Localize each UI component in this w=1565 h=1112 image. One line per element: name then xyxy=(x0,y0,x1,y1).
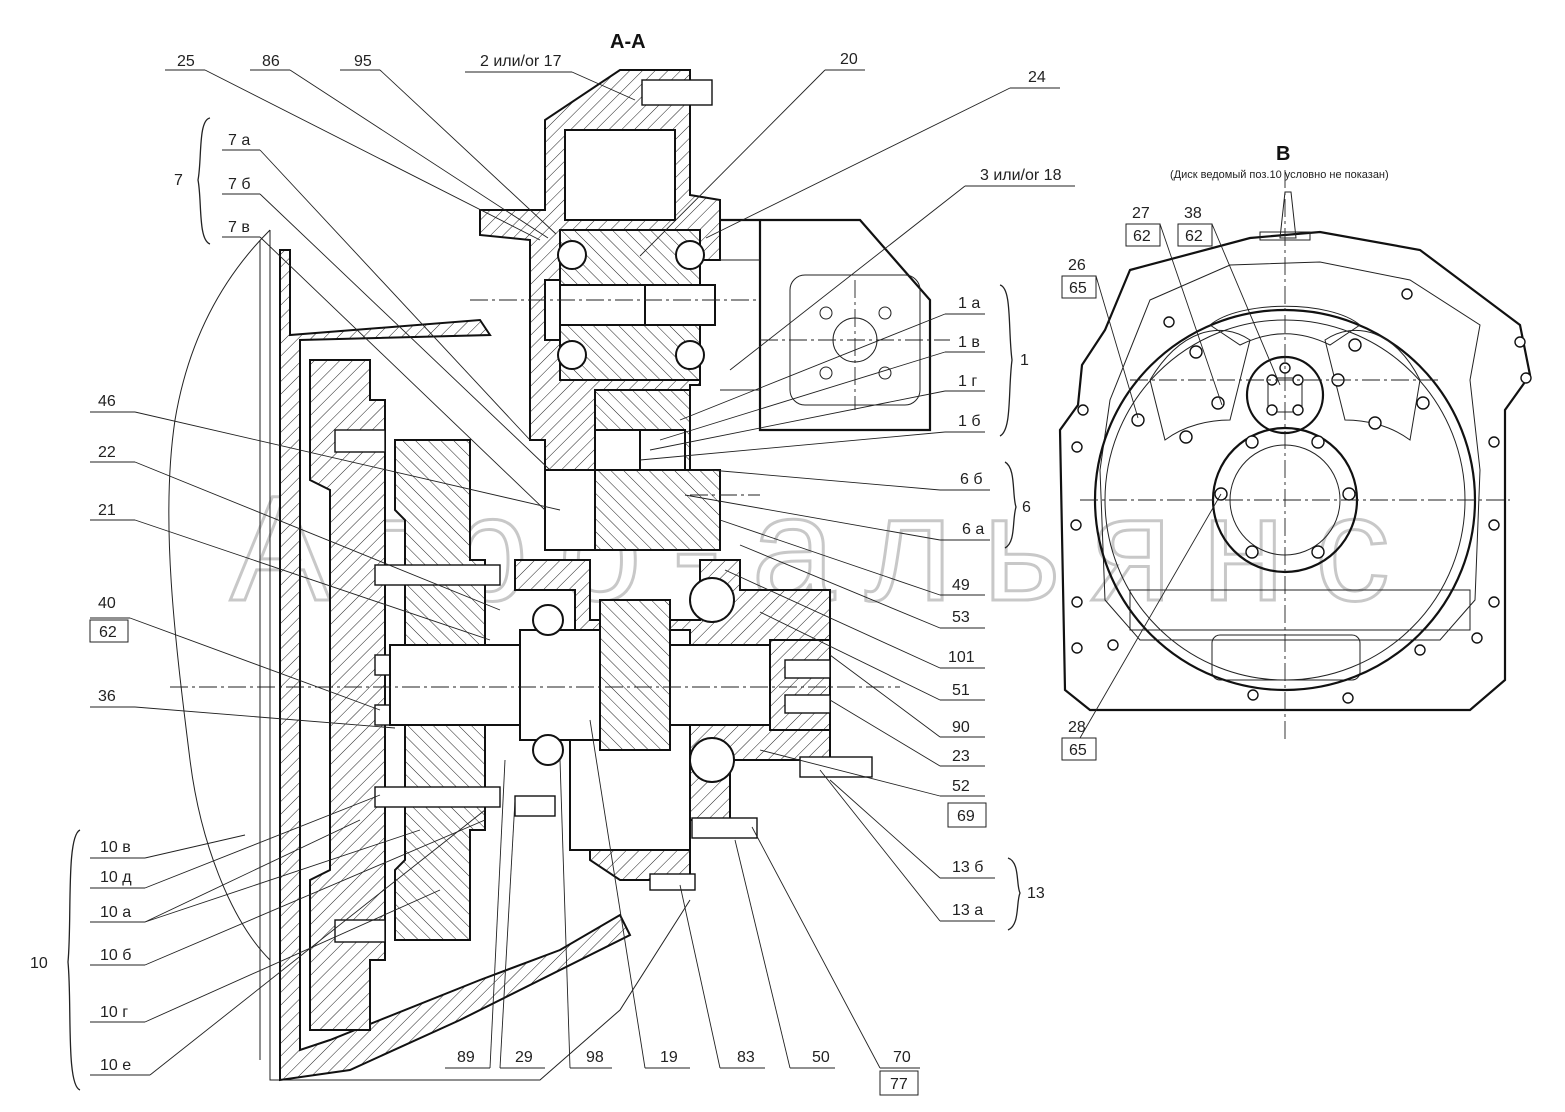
group-1-callouts: 1 а 1 в 1 г 1 б 1 xyxy=(639,284,1029,461)
label-10b: 10 б xyxy=(100,947,131,964)
label-95: 95 xyxy=(354,53,372,70)
label-23: 23 xyxy=(952,748,970,765)
label-7v: 7 в xyxy=(228,219,250,236)
label-83: 83 xyxy=(737,1049,755,1066)
group-6-callouts: 6 б 6 а 6 xyxy=(684,461,1031,549)
label-3-or-18: 3 или/or 18 xyxy=(980,167,1062,184)
label-10: 10 xyxy=(30,955,48,972)
label-46: 46 xyxy=(98,393,116,410)
label-53: 53 xyxy=(952,609,970,626)
label-13b: 13 б xyxy=(952,859,983,876)
label-38: 38 xyxy=(1184,205,1202,222)
label-26: 26 xyxy=(1068,257,1086,274)
label-10g: 10 г xyxy=(100,1004,128,1021)
label-90: 90 xyxy=(952,719,970,736)
label-1v: 1 в xyxy=(958,334,980,351)
label-21: 21 xyxy=(98,502,116,519)
label-27-62: 62 xyxy=(1133,228,1151,245)
group-10-callouts: 10 10 в 10 д 10 а 10 б 10 г 10 е xyxy=(30,794,486,1091)
section-aa-title: A-A xyxy=(610,31,646,53)
label-29: 29 xyxy=(515,1049,533,1066)
label-10v: 10 в xyxy=(100,839,131,856)
label-10e: 10 е xyxy=(100,1057,131,1074)
label-6: 6 xyxy=(1022,499,1031,516)
label-40: 40 xyxy=(98,595,116,612)
top-callouts: 25 86 95 2 или/or 17 20 24 3 или/or 18 xyxy=(165,51,1075,371)
label-38-62: 62 xyxy=(1185,228,1203,245)
label-7: 7 xyxy=(174,172,183,189)
label-1b: 1 б xyxy=(958,413,981,430)
label-98: 98 xyxy=(586,1049,604,1066)
view-b-callouts: 27 62 38 62 26 65 28 65 xyxy=(1061,205,1281,761)
label-50: 50 xyxy=(812,1049,830,1066)
label-1a: 1 а xyxy=(958,295,980,312)
label-13: 13 xyxy=(1027,885,1045,902)
label-1: 1 xyxy=(1020,352,1029,369)
label-22: 22 xyxy=(98,444,116,461)
label-25: 25 xyxy=(177,53,195,70)
label-10d: 10 д xyxy=(100,869,132,886)
label-24: 24 xyxy=(1028,69,1046,86)
view-b: B (Диск ведомый поз.10 условно не показа… xyxy=(1058,143,1532,761)
label-1g: 1 г xyxy=(958,373,977,390)
label-86: 86 xyxy=(262,53,280,70)
label-28-65: 65 xyxy=(1069,742,1087,759)
view-b-title: B xyxy=(1276,143,1290,165)
label-13a: 13 а xyxy=(952,902,983,919)
group-7-callouts: 7 7 а 7 б 7 в xyxy=(174,117,551,511)
bottom-callouts: 89 29 98 19 83 50 70 77 xyxy=(445,719,920,1096)
label-77: 77 xyxy=(890,1076,908,1093)
label-27: 27 xyxy=(1132,205,1150,222)
label-6b: 6 б xyxy=(960,471,983,488)
label-69: 69 xyxy=(957,808,975,825)
label-101: 101 xyxy=(948,649,975,666)
view-b-note: (Диск ведомый поз.10 условно не показан) xyxy=(1170,169,1389,181)
label-7b: 7 б xyxy=(228,176,251,193)
label-52: 52 xyxy=(952,778,970,795)
label-6a: 6 а xyxy=(962,521,984,538)
section-aa-view: A-A xyxy=(30,31,1075,1096)
label-2-or-17: 2 или/or 17 xyxy=(480,53,562,70)
label-89: 89 xyxy=(457,1049,475,1066)
label-36: 36 xyxy=(98,688,116,705)
left-callouts: 46 22 21 40 62 36 xyxy=(89,393,561,729)
label-7a: 7 а xyxy=(228,132,250,149)
group-13-callouts: 13 б 13 а 13 xyxy=(819,769,1045,931)
label-70: 70 xyxy=(893,1049,911,1066)
label-19: 19 xyxy=(660,1049,678,1066)
label-26-65: 65 xyxy=(1069,280,1087,297)
label-51: 51 xyxy=(952,682,970,699)
label-49: 49 xyxy=(952,577,970,594)
right-callouts: 49 53 101 51 90 23 52 69 xyxy=(719,519,987,828)
label-40-62: 62 xyxy=(99,624,117,641)
label-20: 20 xyxy=(840,51,858,68)
label-10a: 10 а xyxy=(100,904,131,921)
label-28: 28 xyxy=(1068,719,1086,736)
